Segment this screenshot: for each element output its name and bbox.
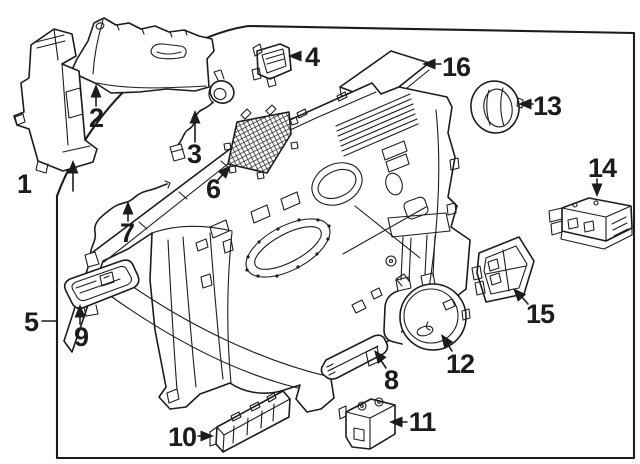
part-6-mesh-grille-drawing (223, 104, 299, 180)
callout-2: 2 (89, 84, 104, 133)
callout-6: 6 (206, 165, 231, 204)
callout-11: 11 (389, 407, 437, 437)
callout-15: 15 (513, 288, 556, 329)
part-10-bracket-drawing (209, 390, 291, 453)
callout-9: 9 (74, 304, 90, 352)
part-13-vent-grommet-drawing (470, 80, 524, 134)
callout-8-arrowhead (374, 350, 387, 365)
callout-4: 4 (288, 42, 321, 72)
part-2-pillar-garnish-drawing (70, 17, 215, 94)
callout-14-arrowhead (591, 183, 603, 197)
part-8-pull-handle-drawing (320, 334, 389, 380)
part-5-quarter-trim-panel-drawing (63, 82, 471, 413)
clip-dots (245, 218, 331, 278)
callout-3-label: 3 (187, 139, 202, 169)
callout-2-arrowhead (90, 84, 102, 98)
callout-10-arrowhead (200, 430, 214, 442)
callout-11-arrowhead (389, 416, 403, 428)
callout-12: 12 (441, 334, 475, 379)
callout-3: 3 (187, 110, 203, 169)
callout-6-label: 6 (206, 174, 221, 204)
part-4-bracket-drawing (251, 43, 292, 88)
part-15-switch-bezel-drawing (471, 236, 535, 303)
callout-7: 7 (120, 201, 135, 248)
callout-4-arrowhead (288, 50, 302, 62)
callout-2-label: 2 (89, 103, 103, 133)
callout-1-label: 1 (17, 169, 32, 199)
vent-slats (335, 93, 419, 157)
callout-16: 16 (422, 52, 472, 82)
callout-1: 1 (17, 160, 79, 199)
part-14-switch-assembly-drawing (548, 197, 633, 250)
callout-9-label: 9 (74, 322, 89, 352)
callouts: 1 2 3 4 5 6 7 (17, 42, 618, 452)
part-1-pillar-trim-drawing (13, 28, 98, 174)
callout-15-arrowhead (513, 288, 527, 302)
callout-3-arrowhead (189, 110, 201, 124)
callout-5-label: 5 (24, 307, 39, 337)
callout-12-arrowhead (441, 334, 454, 349)
callout-13-label: 13 (533, 91, 562, 121)
callout-7-arrowhead (122, 201, 134, 215)
callout-14: 14 (588, 153, 618, 197)
part-11-module-drawing (338, 397, 396, 450)
callout-15-label: 15 (526, 299, 555, 329)
callout-13: 13 (518, 91, 563, 121)
callout-16-label: 16 (442, 52, 471, 82)
callout-5: 5 (24, 307, 58, 337)
callout-16-arrowhead (422, 58, 436, 70)
part-7-wire-harness-drawing (84, 180, 171, 268)
part-12-round-actuator-drawing (383, 273, 471, 351)
callout-4-label: 4 (305, 42, 320, 72)
callout-13-arrowhead (518, 98, 532, 110)
callout-1-arrowhead (67, 160, 79, 174)
callout-11-label: 11 (409, 407, 437, 437)
callout-10-label: 10 (168, 422, 196, 452)
callout-8-label: 8 (384, 365, 399, 395)
callout-8: 8 (374, 350, 400, 395)
callout-6-arrowhead (217, 165, 231, 179)
part-3-wire-harness-drawing (169, 69, 235, 162)
callout-12-label: 12 (446, 349, 474, 379)
callout-14-label: 14 (588, 153, 617, 183)
callout-10: 10 (168, 422, 214, 452)
callout-9-arrowhead (74, 304, 86, 318)
callout-7-label: 7 (120, 218, 134, 248)
